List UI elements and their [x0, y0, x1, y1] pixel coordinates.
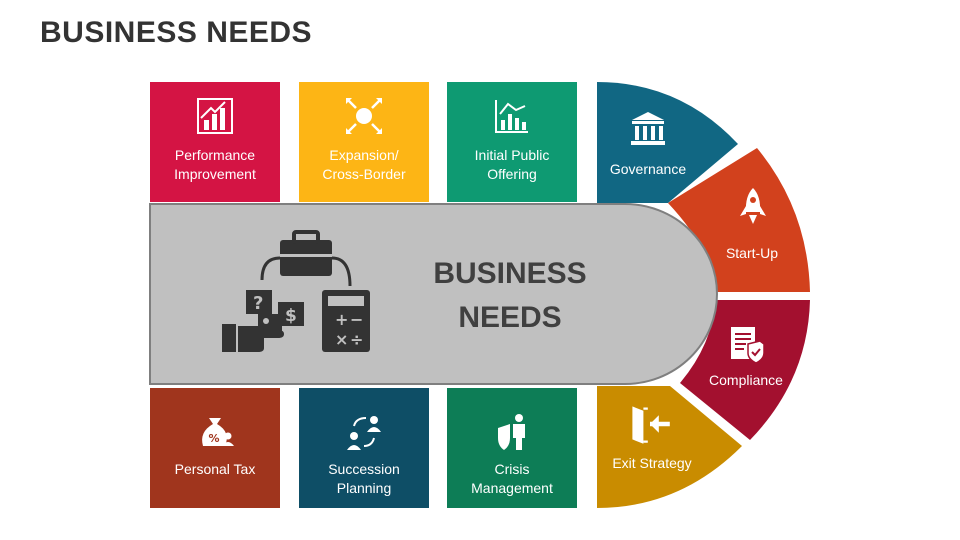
svg-text:?: ?	[253, 293, 263, 314]
svg-text:÷: ÷	[350, 330, 363, 349]
arc-label-compliance: Compliance	[709, 372, 783, 388]
svg-text:$: $	[285, 306, 297, 326]
tile-label-line2: Offering	[487, 166, 537, 182]
tile-expansion-cross-border[interactable]: Expansion/ Cross-Border	[299, 82, 429, 202]
svg-text:×: ×	[335, 330, 348, 349]
tile-performance-improvement[interactable]: Performance Improvement	[150, 82, 280, 202]
money-bag-percent-icon: %	[202, 418, 234, 446]
person-shield-icon	[498, 414, 525, 450]
tile-initial-public-offering[interactable]: Initial Public Offering	[447, 82, 577, 202]
people-transition-icon	[347, 416, 381, 450]
arc-segment-compliance[interactable]	[680, 300, 810, 440]
document-shield-icon	[731, 327, 765, 364]
tile-succession-planning[interactable]: Succession Planning	[299, 388, 429, 508]
arc-label-start-up: Start-Up	[725, 245, 779, 261]
tile-label-line2: Planning	[336, 480, 392, 496]
stock-chart-icon	[495, 100, 528, 133]
bar-chart-up-icon	[197, 98, 233, 134]
tile-personal-tax[interactable]: % Personal Tax	[150, 388, 280, 508]
svg-text:%: %	[208, 432, 219, 445]
svg-text:−: −	[350, 310, 363, 329]
arc-segment-governance[interactable]	[597, 82, 738, 203]
center-title: BUSINESS NEEDS	[410, 252, 610, 340]
tile-label-line1: Succession	[328, 461, 400, 477]
svg-text:+: +	[335, 310, 348, 329]
tile-label-line2: Improvement	[174, 166, 256, 182]
tile-label-line2: Management	[471, 480, 553, 496]
rocket-icon	[740, 188, 766, 224]
center-title-line1: BUSINESS	[433, 257, 587, 290]
tile-label-line1: Expansion/	[329, 147, 399, 163]
tile-crisis-management[interactable]: Crisis Management	[447, 388, 577, 508]
arc-label-governance: Governance	[609, 161, 687, 177]
business-workflow-icon: + − × ÷ ? $	[222, 230, 370, 352]
arc-label-exit-strategy: Exit Strategy	[612, 455, 692, 471]
exit-door-icon	[632, 406, 670, 444]
globe-arrows-icon	[346, 98, 382, 134]
arc-segment-start-up[interactable]	[668, 148, 810, 292]
center-title-line2: NEEDS	[458, 301, 562, 334]
tile-label-line1: Initial Public	[474, 147, 550, 163]
tile-label-line1: Crisis	[494, 461, 530, 477]
government-building-icon	[631, 112, 665, 145]
page-title: BUSINESS NEEDS	[40, 16, 313, 49]
tile-label-line1: Personal Tax	[174, 461, 256, 477]
tile-label-line2: Cross-Border	[322, 166, 406, 182]
tile-label-line1: Performance	[174, 147, 256, 163]
